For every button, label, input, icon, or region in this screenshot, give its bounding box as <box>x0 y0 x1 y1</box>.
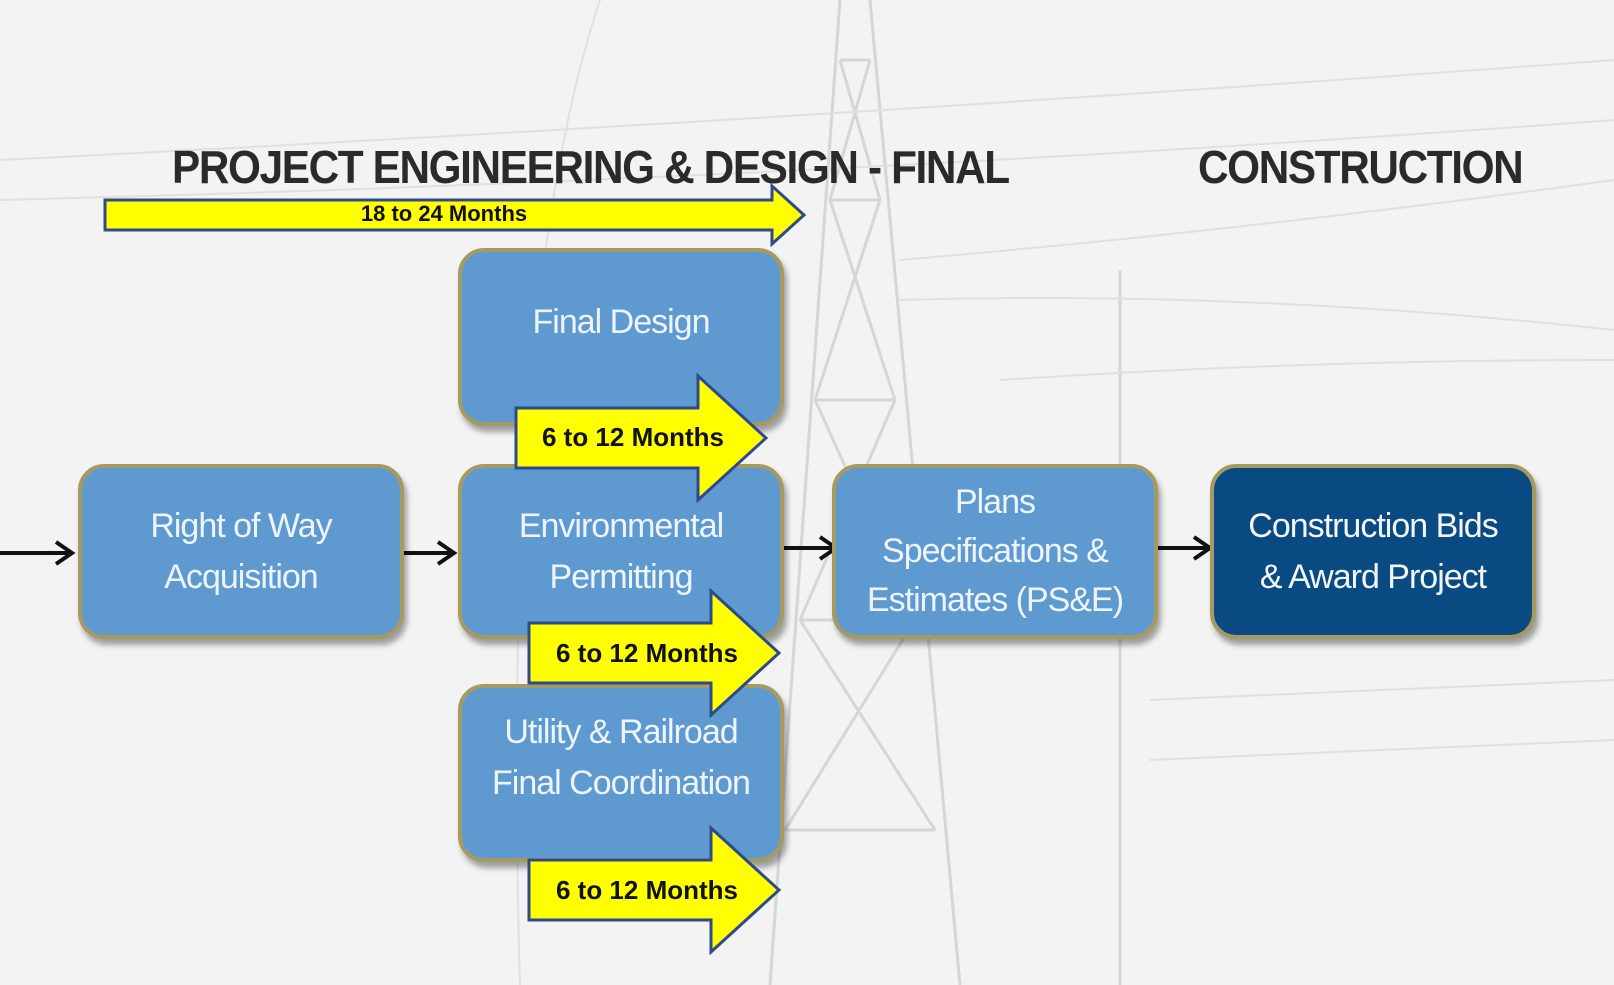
heading-construction: CONSTRUCTION <box>1198 141 1524 193</box>
box-label: Final Design <box>532 302 711 341</box>
duration-arrow-top <box>103 183 807 247</box>
box-construction-bids-award: Construction Bids & Award Project <box>1210 464 1536 639</box>
box-utility-railroad-coordination: Utility & Railroad Final Coordination <box>458 684 784 862</box>
arrow-row-to-environmental-icon <box>402 540 458 566</box>
duration-arrow-final-design <box>514 373 769 503</box>
duration-arrow-environmental <box>527 588 782 718</box>
duration-label-environmental: 6 to 12 Months <box>555 638 738 668</box>
box-label: Construction Bids & Award Project <box>1248 506 1498 596</box>
heading-engineering-design: PROJECT ENGINEERING & DESIGN - FINAL <box>172 141 1010 193</box>
box-right-of-way-acquisition: Right of Way Acquisition <box>78 464 404 639</box>
box-plans-specifications-estimates: Plans Specifications & Estimates (PS&E) <box>832 464 1158 639</box>
box-label: Right of Way Acquisition <box>150 506 332 596</box>
box-label: Utility & Railroad Final Coordination <box>492 713 751 802</box>
duration-label-utility: 6 to 12 Months <box>555 875 738 905</box>
arrow-pse-to-construction-icon <box>1158 535 1214 561</box>
box-label: Environmental Permitting <box>518 506 724 596</box>
duration-label-final-design: 6 to 12 Months <box>541 422 724 452</box>
duration-label-top: 18 to 24 Months <box>360 201 528 226</box>
duration-arrow-utility <box>527 825 782 955</box>
box-label: Plans Specifications & Estimates (PS&E) <box>866 482 1124 620</box>
box-final-design: Final Design <box>458 248 784 426</box>
incoming-arrow-icon <box>0 540 76 566</box>
